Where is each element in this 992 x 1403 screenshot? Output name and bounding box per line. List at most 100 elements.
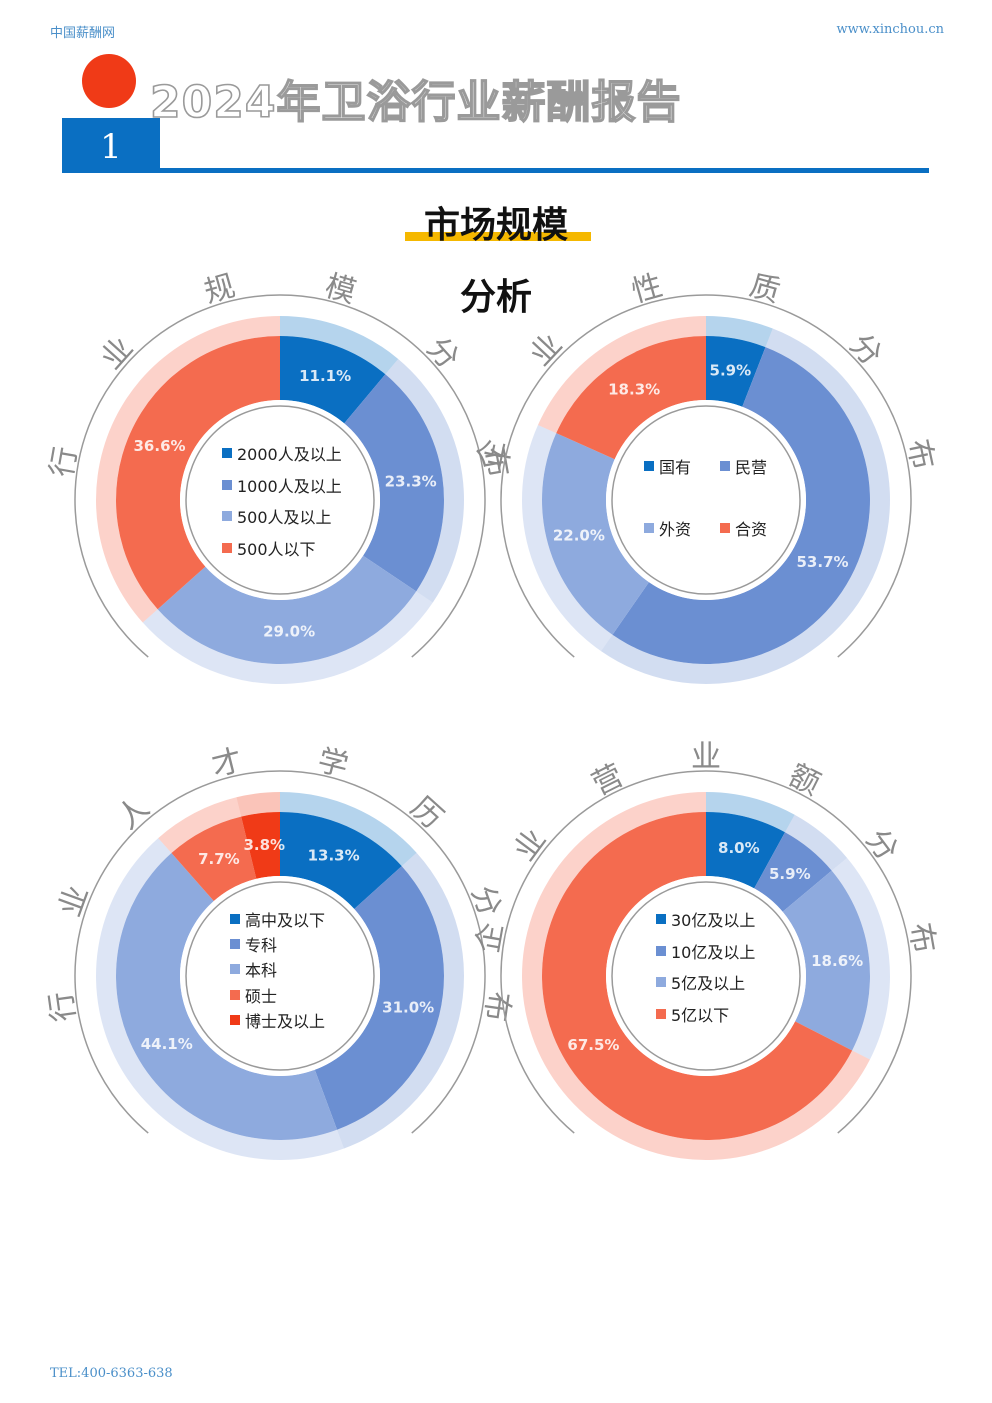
legend-swatch bbox=[644, 523, 654, 533]
donut-slice-5 bbox=[241, 812, 280, 879]
legend-swatch bbox=[222, 511, 232, 521]
legend-label: 民营 bbox=[735, 458, 768, 477]
chart-title-char: 学 bbox=[314, 743, 352, 784]
chart-title-char: 质 bbox=[746, 268, 784, 310]
donut-band-segment bbox=[706, 792, 795, 833]
section-title: 市场规模 bbox=[423, 205, 568, 246]
donut-slice-1 bbox=[706, 812, 786, 889]
donut-chart-3: 13.3%31.0%44.1%7.7%3.8%行业人才学历分布 bbox=[44, 743, 516, 1161]
donut-hole bbox=[606, 876, 806, 1076]
legend-item: 高中及以下 bbox=[230, 909, 326, 930]
legend-label: 10亿及以上 bbox=[671, 942, 756, 962]
legend-swatch bbox=[222, 479, 232, 490]
data-label: 29.0% bbox=[263, 623, 315, 641]
data-label: 7.7% bbox=[198, 850, 240, 868]
donut-band-segment bbox=[385, 358, 464, 603]
legend-item: 外资 bbox=[644, 518, 720, 539]
chart-title-char: 布 bbox=[477, 989, 516, 1024]
legend-label: 高中及以下 bbox=[245, 911, 326, 930]
legend-item: 硕士 bbox=[230, 985, 325, 1006]
legend-label: 专科 bbox=[245, 936, 278, 956]
legend-label: 5亿以下 bbox=[671, 1005, 730, 1025]
chart-title-char: 行 bbox=[44, 444, 84, 480]
donut-inner-ring bbox=[611, 881, 801, 1071]
data-label: 13.3% bbox=[308, 846, 360, 864]
donut-slice-3 bbox=[542, 433, 649, 635]
legend-label: 30亿及以上 bbox=[671, 911, 756, 930]
report-title: 2024年卫浴行业薪酬报告 bbox=[149, 76, 682, 129]
chart-title-char: 业 bbox=[691, 740, 721, 775]
legend-swatch bbox=[230, 964, 240, 975]
donut-band-segment bbox=[158, 797, 242, 854]
data-label: 44.1% bbox=[141, 1035, 193, 1053]
section-title-line2: 分析 bbox=[459, 277, 532, 318]
data-label: 18.3% bbox=[608, 380, 660, 398]
donut-inner-ring bbox=[185, 881, 375, 1071]
donut-slice-4 bbox=[541, 812, 853, 1140]
donut-slice-1 bbox=[280, 812, 402, 909]
chart-outer-arc bbox=[74, 770, 486, 1134]
data-label: 67.5% bbox=[567, 1036, 619, 1054]
legend-label: 1000人及以上 bbox=[237, 476, 342, 496]
chart-outer-arc bbox=[500, 770, 912, 1134]
donut-band-segment bbox=[706, 316, 773, 348]
data-label: 8.0% bbox=[718, 839, 760, 857]
legend-label: 博士及以上 bbox=[245, 1011, 326, 1031]
legend-swatch bbox=[230, 914, 240, 924]
legend-swatch bbox=[222, 448, 232, 458]
site-url[interactable]: www.xinchou.cn bbox=[836, 22, 944, 37]
legend-item: 合资 bbox=[720, 518, 796, 539]
donut-inner-ring bbox=[185, 405, 375, 595]
legend-item: 博士及以上 bbox=[230, 1010, 326, 1031]
legend-item: 专科 bbox=[230, 934, 325, 956]
chart-title-char: 额 bbox=[783, 758, 826, 803]
donut-slice-3 bbox=[157, 555, 417, 664]
chart-title-char: 布 bbox=[900, 436, 940, 473]
data-label: 18.6% bbox=[811, 952, 863, 970]
legend-swatch bbox=[720, 461, 730, 471]
donut-slice-2 bbox=[612, 347, 871, 664]
chart-title-char: 企 bbox=[472, 436, 512, 473]
chart-title-char: 业 bbox=[53, 881, 96, 921]
chart-title-char: 历 bbox=[404, 790, 450, 836]
chart-title-char: 分 bbox=[859, 823, 905, 868]
donut-band-segment bbox=[236, 792, 280, 817]
donut-slice-3 bbox=[115, 853, 338, 1140]
donut-band-segment bbox=[142, 591, 433, 685]
data-label: 36.6% bbox=[134, 437, 186, 455]
chart-legend-2: 国有 民营外资合资 bbox=[644, 456, 796, 539]
donut-hole bbox=[606, 400, 806, 600]
legend-label: 国有 bbox=[659, 458, 692, 477]
donut-band-segment bbox=[522, 425, 613, 652]
legend-swatch bbox=[230, 939, 240, 950]
chart-title-char: 模 bbox=[321, 269, 359, 311]
decorative-red-dot bbox=[82, 54, 136, 108]
data-label: 11.1% bbox=[299, 367, 351, 385]
donut-slice-4 bbox=[556, 336, 706, 460]
chart-title-char: 才 bbox=[208, 743, 246, 784]
donut-chart-2: 5.9%53.7%22.0%18.3%企业性质分布 bbox=[472, 268, 940, 684]
donut-slice-2 bbox=[314, 866, 445, 1130]
chart-title-char: 行 bbox=[44, 989, 83, 1024]
donut-slice-1 bbox=[280, 336, 386, 424]
data-label: 3.8% bbox=[243, 836, 285, 854]
legend-item: 2000人及以上 bbox=[222, 443, 342, 464]
chart-title-char: 企 bbox=[470, 920, 510, 956]
donut-slice-4 bbox=[171, 816, 257, 902]
legend-label: 2000人及以上 bbox=[237, 445, 342, 464]
donut-inner-ring bbox=[611, 405, 801, 595]
legend-label: 硕士 bbox=[245, 986, 278, 1006]
donut-slice-4 bbox=[115, 336, 280, 610]
legend-item: 30亿及以上 bbox=[656, 909, 756, 930]
chapter-divider bbox=[62, 168, 929, 173]
footer-telephone: TEL:400-6363-638 bbox=[50, 1366, 173, 1381]
data-label: 5.9% bbox=[710, 361, 752, 379]
chart-legend-3: 高中及以下专科本科硕士博士及以上 bbox=[230, 909, 325, 1035]
legend-swatch bbox=[230, 1014, 240, 1025]
legend-label: 本科 bbox=[245, 961, 278, 981]
chart-title-char: 分 bbox=[420, 331, 466, 377]
data-label: 5.9% bbox=[769, 865, 811, 883]
legend-item: 500人及以上 bbox=[222, 506, 342, 527]
